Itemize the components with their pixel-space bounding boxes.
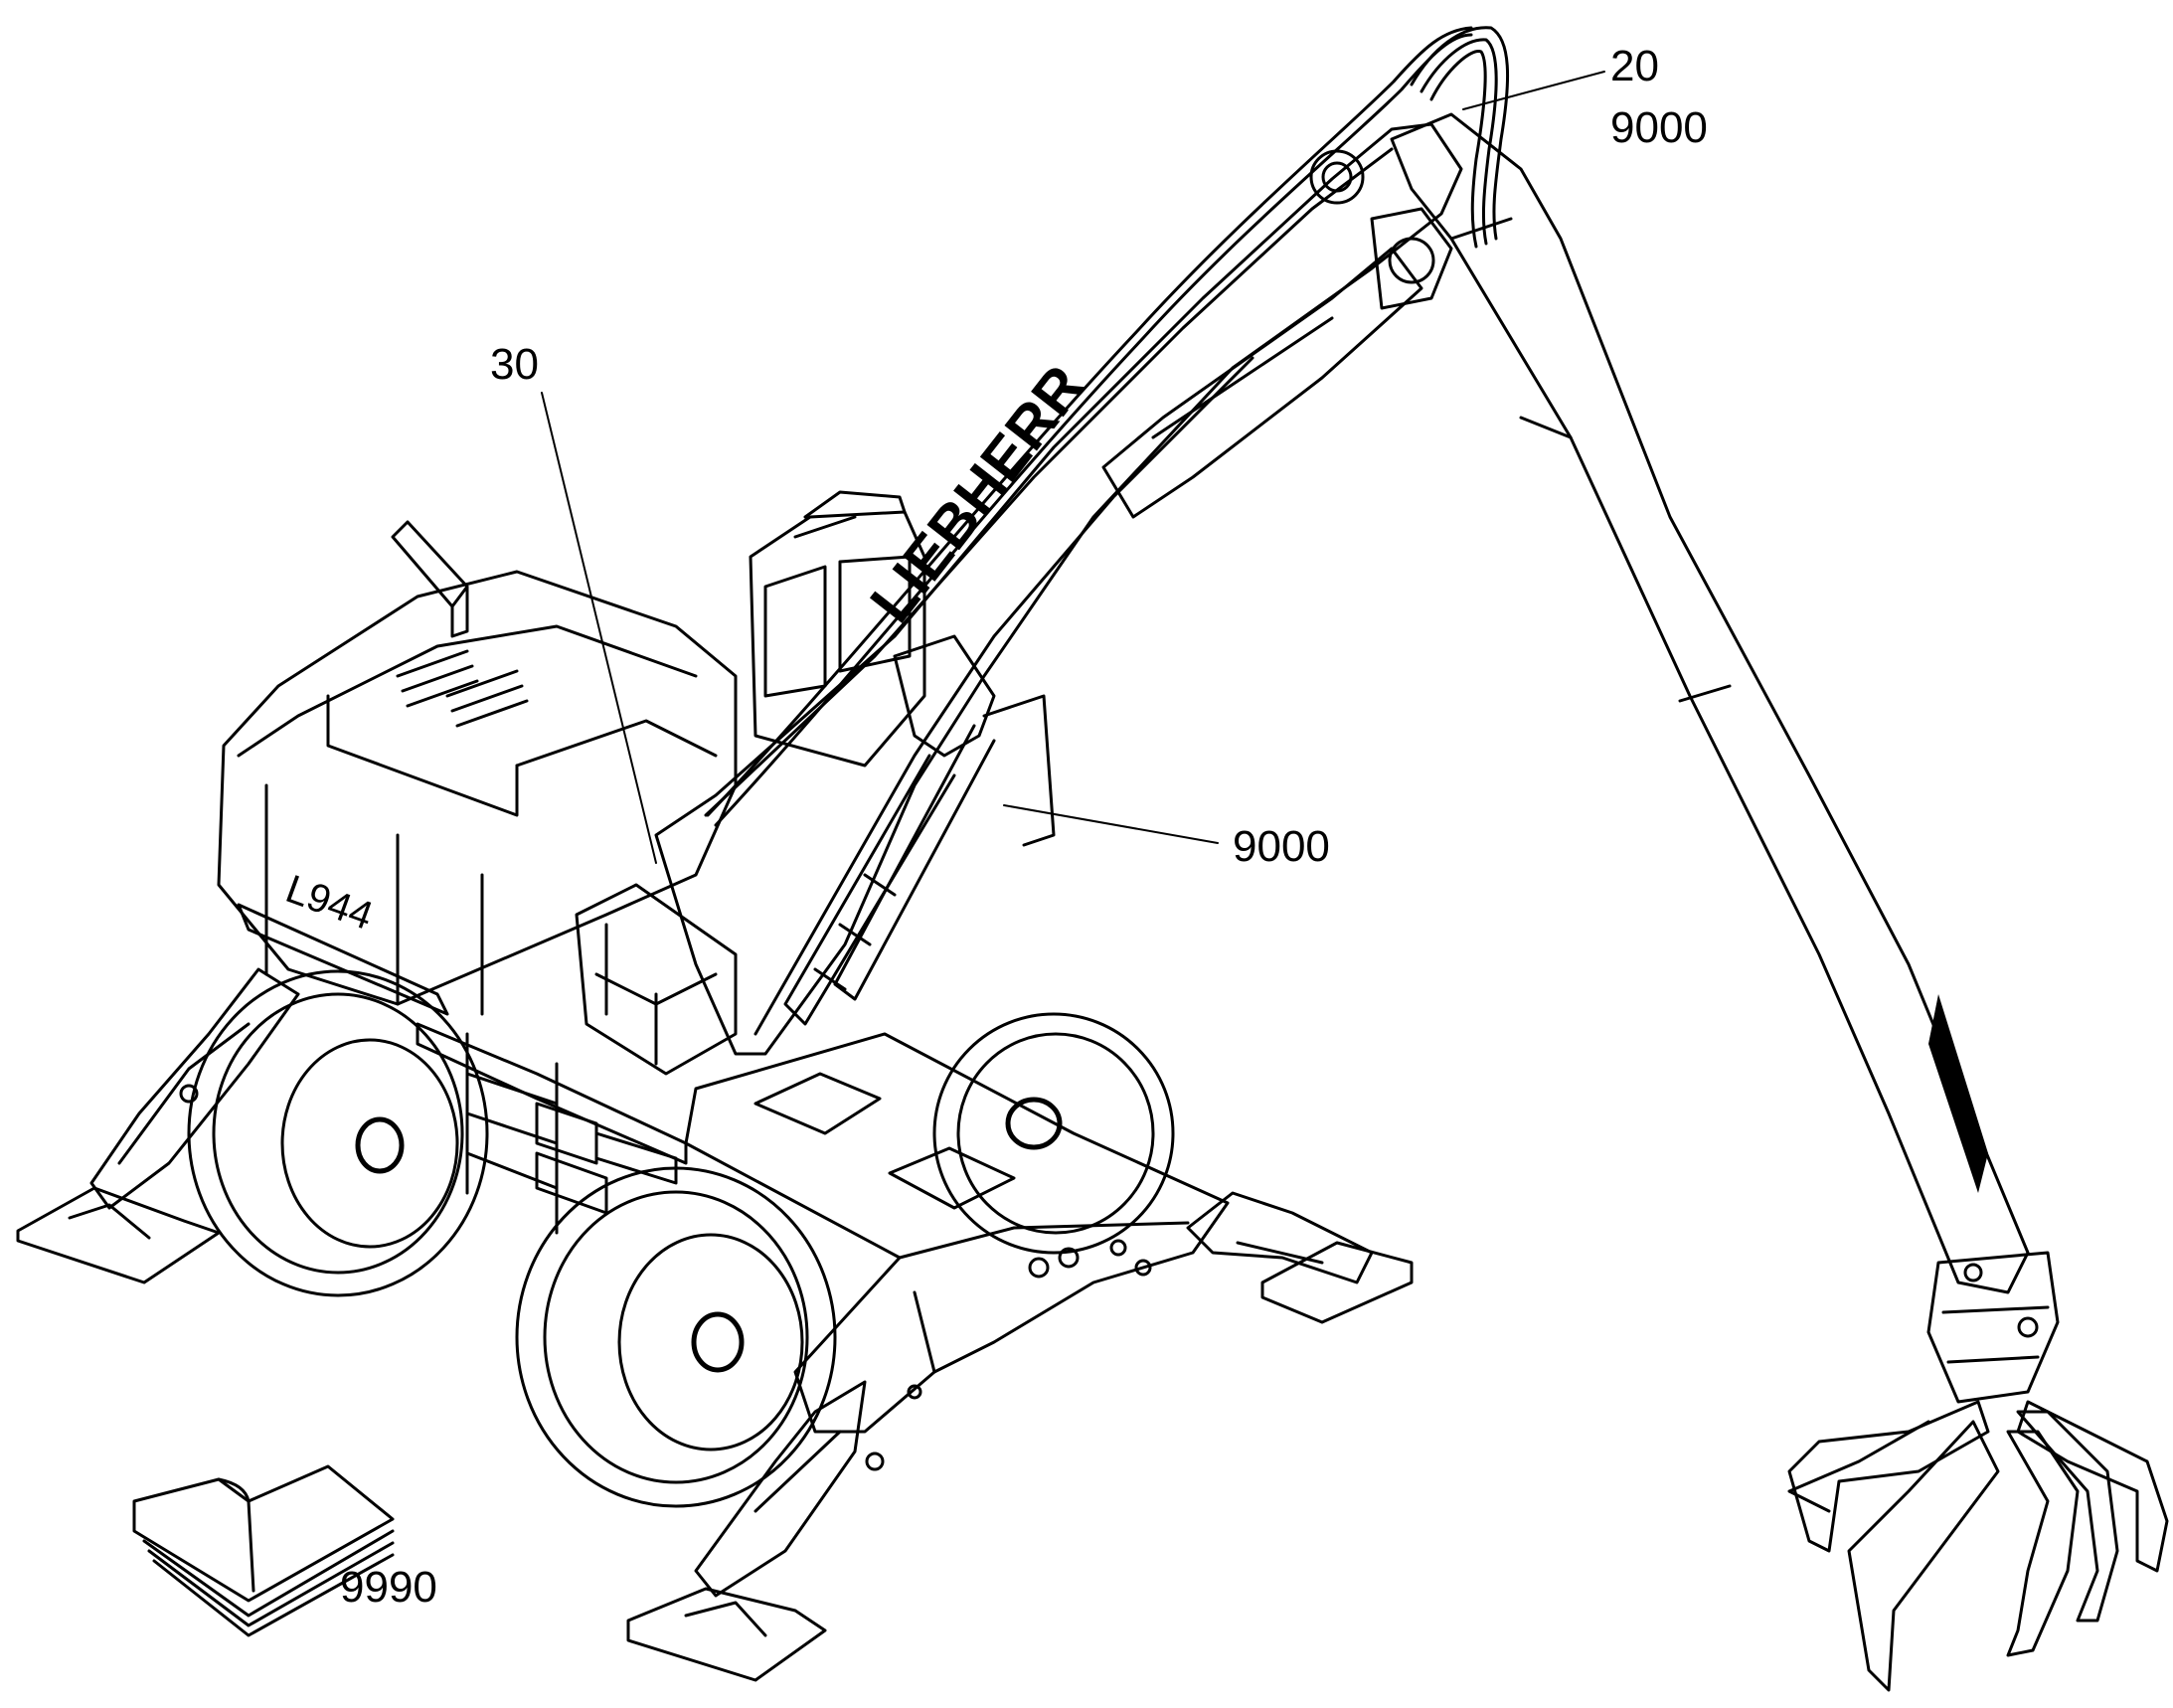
leader-30 (541, 392, 657, 864)
boom-cylinders (783, 634, 1056, 1026)
hydraulic-platform (575, 883, 738, 1076)
rear-left-wheel (187, 969, 489, 1297)
boom-brand-text: LIEBHERR (857, 353, 1097, 634)
manual-book-icon (132, 1464, 395, 1637)
callout-9990: 9990 (340, 1563, 437, 1612)
front-left-wheel (515, 1166, 837, 1508)
callout-20: 20 (1610, 42, 1659, 90)
leader-20-9000 (1462, 71, 1605, 110)
leader-9000-cylinder (1003, 804, 1219, 844)
outrigger-rear-left (16, 967, 300, 1284)
access-steps (465, 1032, 678, 1235)
outrigger-front-left (626, 1380, 867, 1682)
grapple-rotator (1926, 1251, 2060, 1404)
callout-9000-cylinder: 9000 (1233, 822, 1330, 871)
callout-9000-hoses: 9000 (1610, 103, 1708, 152)
outrigger-front-right (1186, 1191, 1414, 1324)
leader-lines (541, 71, 1605, 864)
rear-right-wheel (932, 1012, 1175, 1255)
callout-30: 30 (490, 340, 539, 389)
main-boom: LIEBHERR (654, 122, 1463, 1056)
undercarriage (684, 1032, 1230, 1471)
boom-hoses (706, 26, 1510, 827)
stick-arm (1390, 112, 2030, 1294)
stick-cylinder (1101, 207, 1453, 519)
svg-text:L944: L944 (280, 867, 379, 939)
grapple-tines (1787, 1400, 2169, 1692)
